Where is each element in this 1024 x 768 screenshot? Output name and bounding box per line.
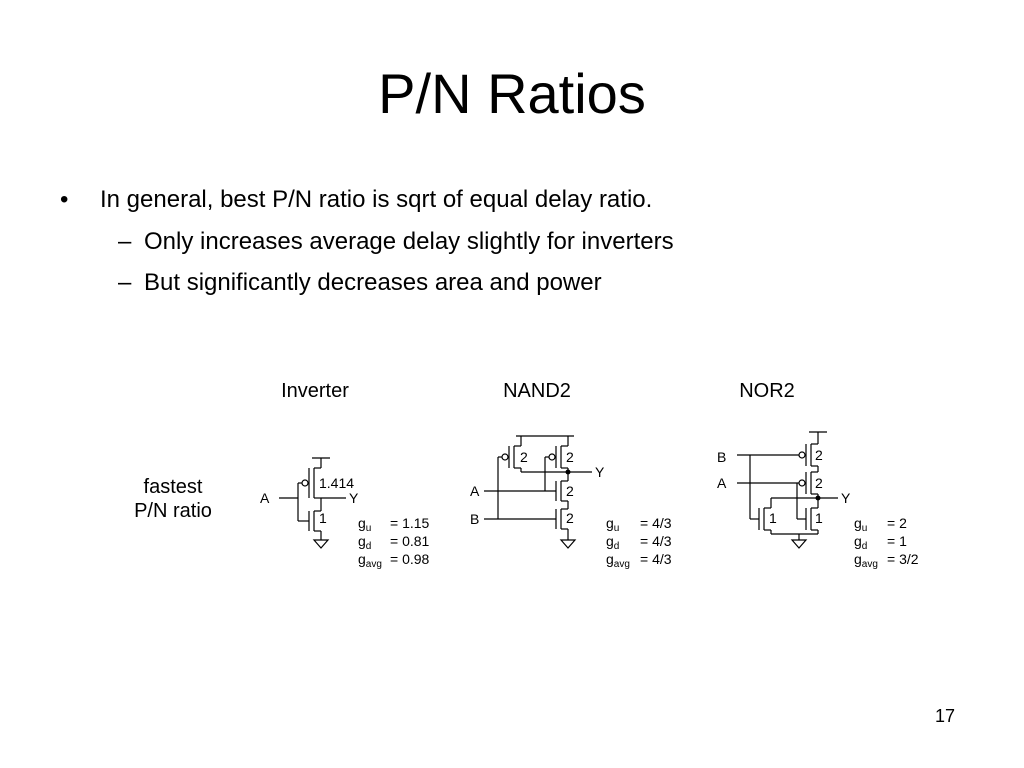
inverter-output-label: Y [349,490,359,506]
sub-bullet-marker: – [118,228,132,255]
effort-subscript: d [366,541,372,552]
nand2-input-b-label: B [470,511,479,527]
effort-subscript: d [614,541,620,552]
sub-bullet-marker: – [118,269,132,296]
bullet-list: • In general, best P/N ratio is sqrt of … [60,185,674,309]
nand2-g-u: = 4/3 [640,515,672,531]
nand2-output-label: Y [595,464,605,480]
pmos-transistor [737,443,818,467]
sub-bullet-item: – Only increases average delay slightly … [60,227,674,257]
effort-subscript: u [366,523,372,534]
effort-g: g [358,533,366,549]
inverter-input-label: A [260,490,270,506]
effort-subscript: avg [614,559,630,570]
effort-subscript: avg [862,559,878,570]
nor2-g-avg: = 3/2 [887,551,919,567]
effort-g: g [606,533,614,549]
nand2-effort-values: gu = 4/3 gd = 4/3 gavg = 4/3 [606,515,672,570]
effort-subscript: u [614,523,620,534]
nmos-transistor [298,510,321,532]
nand2-pmos1-size: 2 [520,449,528,465]
inverter-g-u: = 1.15 [390,515,430,531]
ground-icon [312,539,330,549]
ground-icon [559,539,577,549]
effort-g: g [854,533,862,549]
effort-subscript: avg [366,559,382,570]
svg-text:gu: gu [854,515,867,534]
nor2-g-u: = 2 [887,515,907,531]
inverter-effort-values: gu = 1.15 gd = 0.81 gavg = 0.98 [358,515,430,570]
row-label: fastest P/N ratio [110,475,236,523]
effort-g: g [854,551,862,567]
nor2-g-d: = 1 [887,533,907,549]
nand2-g-d: = 4/3 [640,533,672,549]
pmos-transistor [498,445,521,469]
svg-text:gavg: gavg [854,551,878,570]
pmos-transistor [737,471,818,495]
nand2-nmos1-size: 2 [566,483,574,499]
svg-text:gu: gu [358,515,371,534]
nmos-transistor [797,507,818,531]
svg-text:gavg: gavg [606,551,630,570]
svg-text:gd: gd [854,533,867,552]
sub-bullet-text: But significantly decreases area and pow… [144,269,602,296]
nand2-label: NAND2 [503,380,571,402]
nor2-pmos1-size: 2 [815,447,823,463]
inverter-label: Inverter [281,380,349,402]
nand2-schematic: A B Y 2 2 2 2 gu = 4/3 gd = 4/3 gavg = 4… [470,435,672,570]
effort-g: g [606,551,614,567]
sub-bullet-text: Only increases average delay slightly fo… [144,228,674,255]
slide-title: P/N Ratios [378,62,646,125]
sub-bullet-item: – But significantly decreases area and p… [60,268,674,298]
svg-text:gd: gd [606,533,619,552]
inverter-pmos-size: 1.414 [319,475,354,491]
row-label-line-1: fastest [143,476,203,498]
nor2-output-label: Y [841,490,851,506]
nor2-pmos2-size: 2 [815,475,823,491]
effort-g: g [606,515,614,531]
inverter-nmos-size: 1 [319,510,327,526]
svg-text:gavg: gavg [358,551,382,570]
nor2-nmos1-size: 1 [769,510,777,526]
svg-text:gd: gd [358,533,371,552]
nor2-schematic: B A Y 2 2 1 1 gu = 2 gd = 1 gavg = 3/2 [717,431,919,570]
inverter-g-d: = 0.81 [390,533,430,549]
effort-g: g [854,515,862,531]
nand2-g-avg: = 4/3 [640,551,672,567]
nmos-transistor [750,507,771,531]
nor2-effort-values: gu = 2 gd = 1 gavg = 3/2 [854,515,919,570]
svg-text:gu: gu [606,515,619,534]
inverter-schematic: A Y 1.414 1 gu = 1.15 gd = 0.81 gavg = 0… [260,457,430,570]
bullet-marker: • [60,186,69,213]
effort-subscript: d [862,541,868,552]
ground-icon [790,539,808,549]
nand2-pmos2-size: 2 [566,449,574,465]
nor2-label: NOR2 [739,380,795,402]
nor2-input-b-label: B [717,449,726,465]
bullet-item: • In general, best P/N ratio is sqrt of … [60,185,674,215]
nor2-input-a-label: A [717,475,727,491]
nand2-input-a-label: A [470,483,480,499]
row-label-line-2: P/N ratio [134,500,212,522]
inverter-g-avg: = 0.98 [390,551,430,567]
effort-g: g [358,515,366,531]
nand2-nmos2-size: 2 [566,510,574,526]
pmos-transistor [545,445,568,469]
effort-g: g [358,551,366,567]
pmos-transistor [298,467,321,499]
page-number: 17 [935,706,956,726]
bullet-text: In general, best P/N ratio is sqrt of eq… [100,186,653,213]
effort-subscript: u [862,523,868,534]
nor2-nmos2-size: 1 [815,510,823,526]
